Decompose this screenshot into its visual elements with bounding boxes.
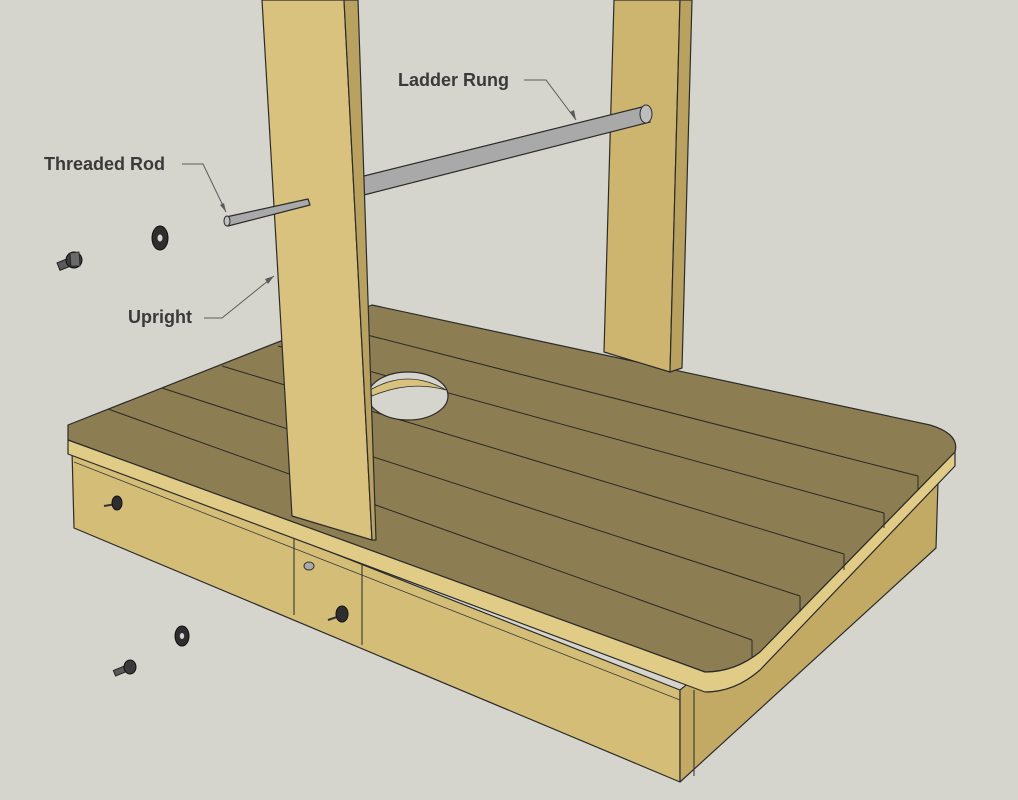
callout-threaded-rod-label: Threaded Rod [44, 154, 165, 174]
apron-dowel [303, 561, 315, 571]
apron-bolt-left [103, 495, 123, 511]
callout-threaded-rod: Threaded Rod [44, 154, 227, 213]
right-upright-front [603, 0, 681, 373]
apron-top-line [73, 461, 681, 701]
threaded-rod [223, 198, 311, 227]
callout-upright: Upright [128, 275, 275, 327]
callout-ladder-rung: Ladder Rung [398, 70, 577, 121]
apron-bolt-center [327, 605, 349, 623]
washer-icon [151, 225, 169, 251]
callout-upright-label: Upright [128, 307, 192, 327]
washer-icon [174, 625, 190, 647]
deck-front-edge [67, 439, 956, 693]
deck-hole-wall [369, 378, 447, 397]
right-upright-side [669, 0, 693, 373]
wing-nut-icon [112, 659, 137, 677]
wing-nut-icon [56, 251, 83, 271]
callout-ladder-rung-label: Ladder Rung [398, 70, 509, 90]
left-upright-side [343, 0, 377, 541]
ladder-rung [355, 104, 653, 197]
